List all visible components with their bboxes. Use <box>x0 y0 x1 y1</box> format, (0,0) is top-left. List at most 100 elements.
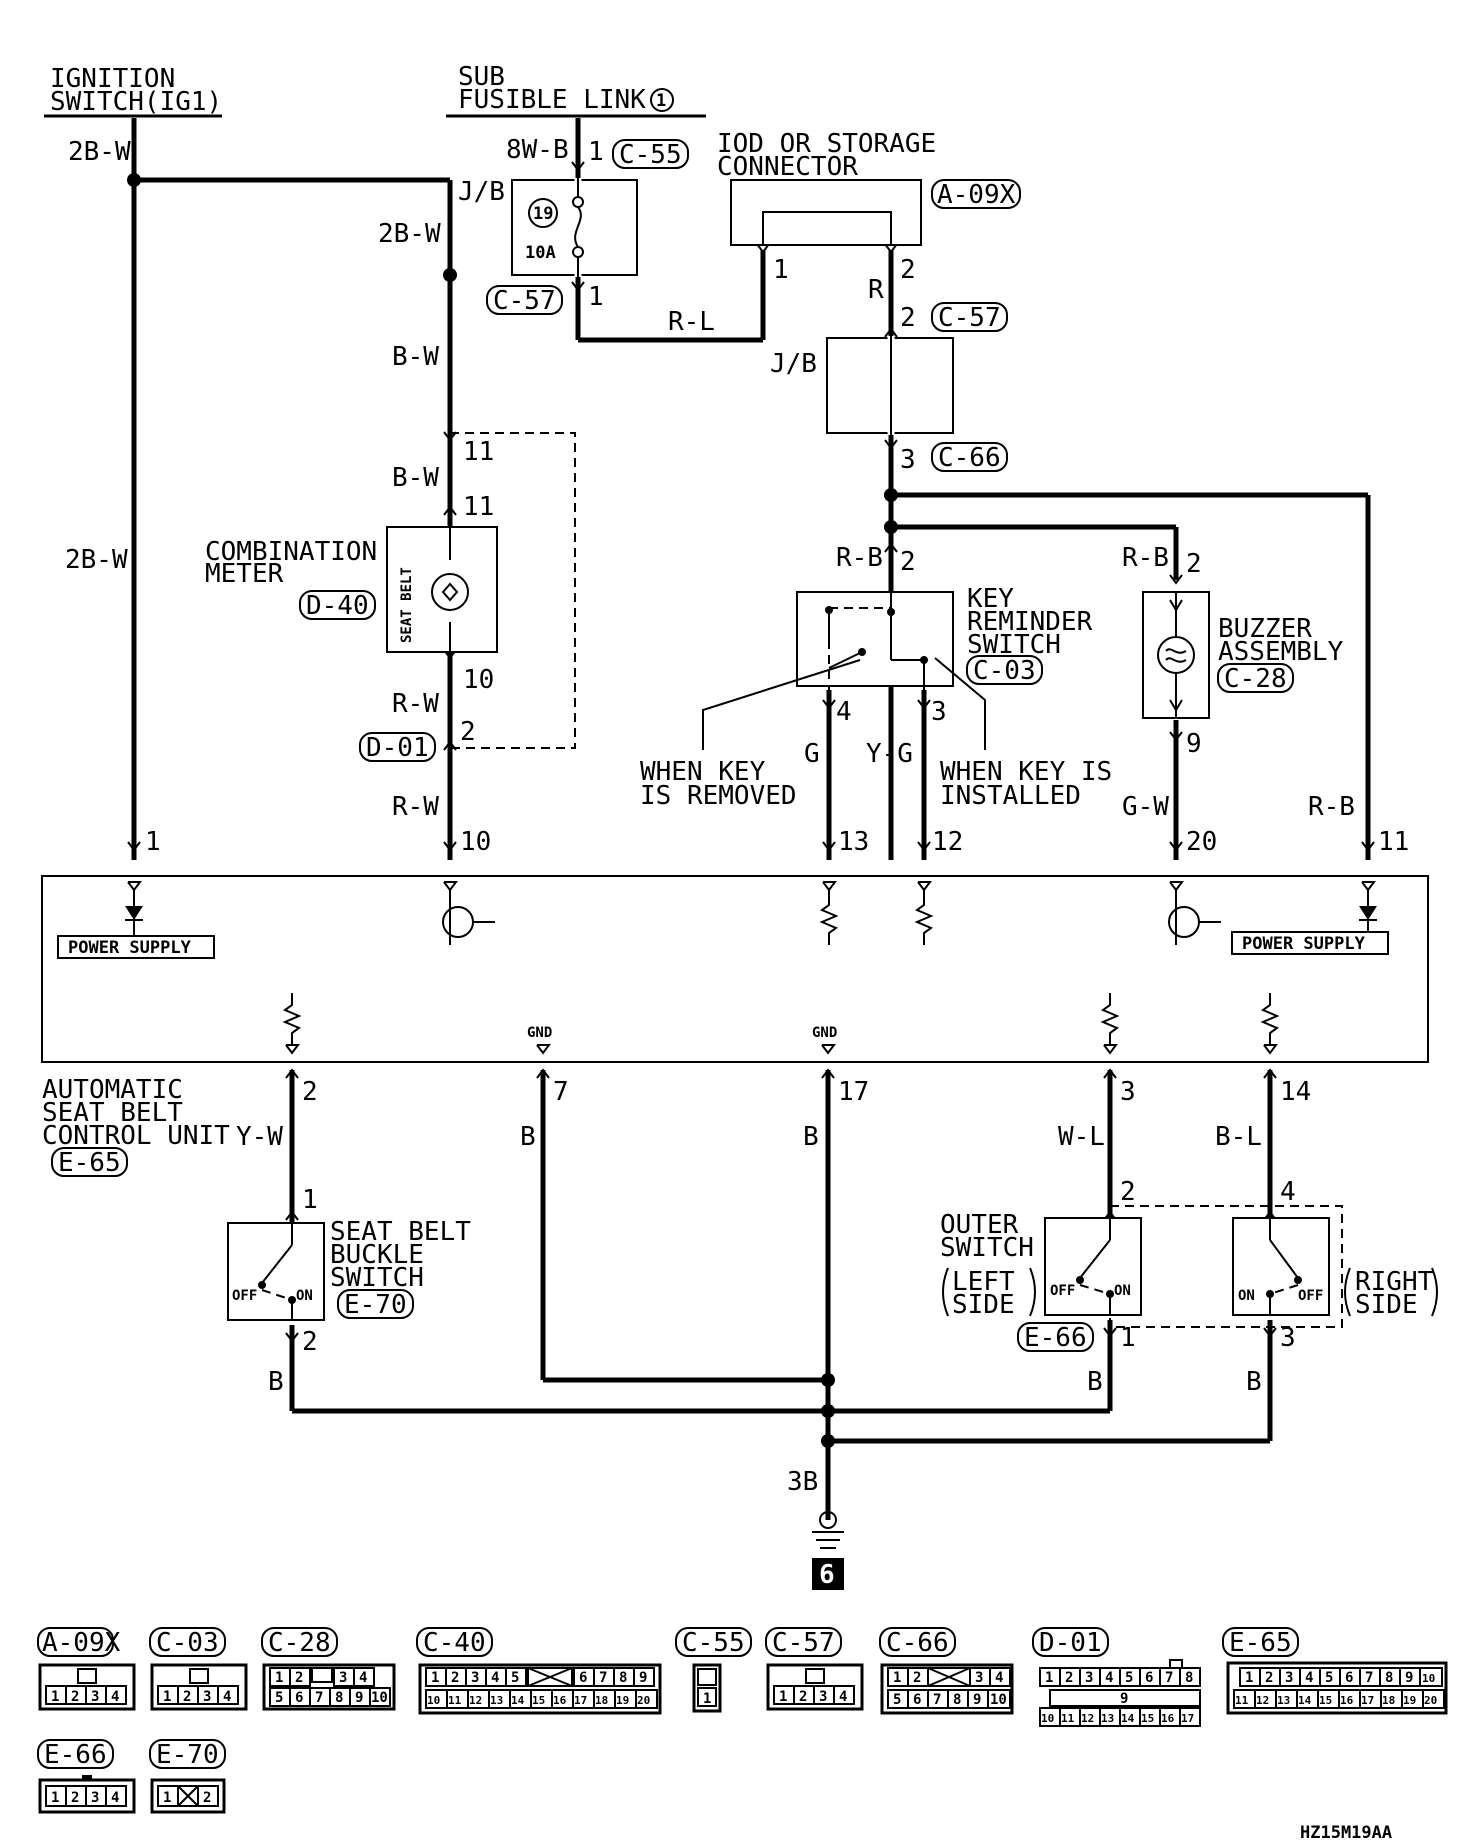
svg-text:3: 3 <box>91 1689 99 1705</box>
svg-text:5: 5 <box>275 1690 283 1706</box>
svg-text:9: 9 <box>355 1690 363 1706</box>
svg-text:3: 3 <box>819 1689 827 1705</box>
svg-text:4: 4 <box>995 1670 1003 1686</box>
svg-text:ON: ON <box>296 1288 313 1304</box>
svg-text:RIGHT: RIGHT <box>1355 1267 1434 1297</box>
svg-text:10: 10 <box>990 1692 1007 1708</box>
svg-text:B-W: B-W <box>392 463 439 493</box>
svg-text:8: 8 <box>1385 1670 1393 1686</box>
svg-text:C-03: C-03 <box>973 656 1036 686</box>
svg-text:7: 7 <box>315 1690 323 1706</box>
svg-text:2: 2 <box>1265 1670 1273 1686</box>
svg-text:8: 8 <box>335 1690 343 1706</box>
svg-text:19: 19 <box>533 204 553 224</box>
svg-text:2: 2 <box>900 255 916 285</box>
svg-text:G-W: G-W <box>1122 792 1169 822</box>
svg-text:SIDE: SIDE <box>1355 1290 1418 1320</box>
svg-text:4: 4 <box>1280 1177 1296 1207</box>
svg-text:SIDE: SIDE <box>952 1290 1015 1320</box>
svg-text:J/B: J/B <box>458 177 505 207</box>
svg-text:15: 15 <box>1319 1694 1332 1707</box>
svg-text:C-57: C-57 <box>938 303 1001 333</box>
svg-text:OFF: OFF <box>1298 1288 1323 1304</box>
svg-text:2: 2 <box>900 303 916 333</box>
svg-text:1: 1 <box>1045 1670 1053 1686</box>
svg-text:ASSEMBLY: ASSEMBLY <box>1218 637 1344 667</box>
svg-text:C-28: C-28 <box>1224 664 1287 694</box>
svg-text:18: 18 <box>1382 1694 1395 1707</box>
svg-text:A-09X: A-09X <box>42 1628 121 1658</box>
svg-text:9: 9 <box>1120 1691 1128 1707</box>
svg-text:Y-G: Y-G <box>866 739 913 769</box>
svg-text:Y-W: Y-W <box>236 1122 283 1152</box>
key-reminder-switch: KEY REMINDER SWITCH <box>796 555 1093 690</box>
svg-text:2: 2 <box>1186 549 1202 579</box>
connector-tags: C-55 C-57 A-09X C-57 C-66 D-40 D-01 C-03… <box>51 139 1294 1353</box>
svg-text:9: 9 <box>1186 729 1202 759</box>
svg-text:3: 3 <box>931 697 947 727</box>
svg-text:5: 5 <box>1325 1670 1333 1686</box>
svg-text:1: 1 <box>703 1691 711 1707</box>
svg-text:2: 2 <box>71 1689 79 1705</box>
svg-text:R: R <box>868 275 884 305</box>
iod-connector: IOD OR STORAGE CONNECTOR <box>717 129 936 246</box>
svg-text:6: 6 <box>1345 1670 1353 1686</box>
svg-text:2: 2 <box>460 717 476 747</box>
svg-text:17: 17 <box>838 1077 869 1107</box>
svg-text:4: 4 <box>1105 1670 1113 1686</box>
svg-text:INSTALLED: INSTALLED <box>940 781 1081 811</box>
svg-text:7: 7 <box>599 1670 607 1686</box>
svg-text:1: 1 <box>1245 1670 1253 1686</box>
svg-text:4: 4 <box>111 1689 119 1705</box>
svg-text:OFF: OFF <box>232 1288 257 1304</box>
svg-text:SUB: SUB <box>458 62 505 92</box>
svg-text:11: 11 <box>1378 827 1409 857</box>
svg-text:POWER SUPPLY: POWER SUPPLY <box>1242 934 1366 954</box>
svg-text:7: 7 <box>1365 1670 1373 1686</box>
svg-text:E-65: E-65 <box>1229 1628 1292 1658</box>
svg-text:2: 2 <box>900 547 916 577</box>
svg-text:C-66: C-66 <box>938 443 1001 473</box>
svg-text:11: 11 <box>463 437 494 467</box>
svg-text:4: 4 <box>359 1670 367 1686</box>
svg-text:8: 8 <box>619 1670 627 1686</box>
sub-fusible-link: SUB FUSIBLE LINK 1 <box>446 62 706 118</box>
svg-text:14: 14 <box>1298 1694 1312 1707</box>
svg-text:6: 6 <box>579 1670 587 1686</box>
svg-text:6: 6 <box>913 1692 921 1708</box>
svg-text:J/B: J/B <box>770 349 817 379</box>
svg-text:15: 15 <box>1141 1712 1154 1725</box>
svg-text:13: 13 <box>838 827 869 857</box>
svg-text:A-09X: A-09X <box>937 180 1016 210</box>
wires <box>131 118 1371 1520</box>
svg-text:3: 3 <box>203 1689 211 1705</box>
svg-text:16: 16 <box>1161 1712 1175 1725</box>
svg-text:4: 4 <box>836 697 852 727</box>
wire-labels: 2B-W 2B-W 2B-W B-W B-W R-W R-W 8W-B R-L … <box>65 135 1355 1497</box>
svg-text:8: 8 <box>953 1692 961 1708</box>
svg-text:2: 2 <box>203 1790 211 1806</box>
svg-text:1: 1 <box>145 827 161 857</box>
svg-text:IGNITION: IGNITION <box>50 64 175 94</box>
svg-text:1: 1 <box>302 1185 318 1215</box>
svg-text:SWITCH(IG1): SWITCH(IG1) <box>50 87 222 117</box>
svg-text:GND: GND <box>812 1025 837 1041</box>
svg-text:1: 1 <box>588 282 604 312</box>
combination-meter: SEAT BELT COMBINATION METER <box>205 432 576 749</box>
svg-text:5: 5 <box>1125 1670 1133 1686</box>
svg-text:4: 4 <box>111 1790 119 1806</box>
svg-text:13: 13 <box>1277 1694 1290 1707</box>
svg-text:IOD OR STORAGE: IOD OR STORAGE <box>717 129 936 159</box>
svg-text:17: 17 <box>574 1694 587 1707</box>
fuse-box: 19 10A <box>511 178 638 277</box>
svg-text:E-66: E-66 <box>1024 1323 1087 1353</box>
svg-text:OFF: OFF <box>1050 1283 1075 1299</box>
svg-text:R-B: R-B <box>836 543 883 573</box>
svg-text:4: 4 <box>223 1689 231 1705</box>
svg-text:POWER SUPPLY: POWER SUPPLY <box>68 938 192 958</box>
svg-text:1: 1 <box>163 1689 171 1705</box>
svg-text:1: 1 <box>51 1689 59 1705</box>
svg-text:20: 20 <box>1424 1694 1437 1707</box>
outer-switch-right: ON OFF RIGHT SIDE <box>1232 1217 1438 1320</box>
svg-text:16: 16 <box>553 1694 567 1707</box>
